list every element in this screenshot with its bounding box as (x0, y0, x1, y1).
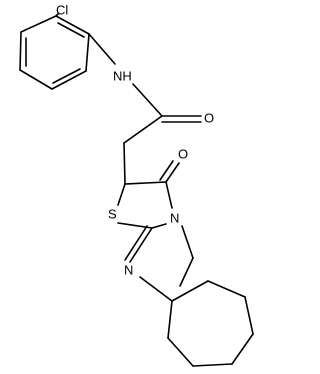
bond (124, 225, 148, 261)
bond (167, 337, 194, 367)
bond (207, 280, 246, 298)
bond (123, 142, 126, 185)
bond (171, 280, 209, 302)
bond (179, 257, 194, 287)
bond (123, 115, 163, 144)
cycloheptyl-ring (167, 280, 254, 367)
bond (159, 160, 174, 181)
ring-oxygen-label: O (178, 147, 188, 162)
bond (129, 227, 153, 263)
bond (192, 363, 233, 367)
bond (19, 31, 22, 71)
bond (52, 68, 81, 84)
bond (167, 300, 173, 339)
bond (139, 276, 173, 302)
imine-nitrogen-label: N (124, 263, 133, 278)
bond (117, 183, 126, 206)
chemical-structure: Cl NH O S N O N (19, 3, 254, 367)
bond (55, 13, 59, 17)
bond (88, 33, 116, 65)
bond (51, 70, 87, 90)
bond (231, 333, 254, 365)
bond (151, 223, 167, 229)
bond (165, 162, 180, 183)
bond (57, 22, 85, 38)
bond (124, 181, 167, 185)
amide-oxygen-label: O (204, 111, 214, 126)
thiazolidinone-ring (117, 181, 173, 229)
bond (165, 181, 173, 209)
bond (132, 83, 163, 117)
ring-nitrogen-label: N (170, 211, 179, 226)
bond (244, 296, 254, 335)
amide-nh-label: NH (113, 69, 132, 84)
bond (55, 15, 90, 35)
bond (181, 225, 194, 259)
bond (85, 33, 90, 72)
bond (19, 69, 53, 90)
ring-sulfur-label: S (108, 207, 117, 222)
chlorophenyl-ring (19, 15, 90, 90)
chlorine-label: Cl (56, 3, 68, 18)
bond (20, 15, 57, 33)
